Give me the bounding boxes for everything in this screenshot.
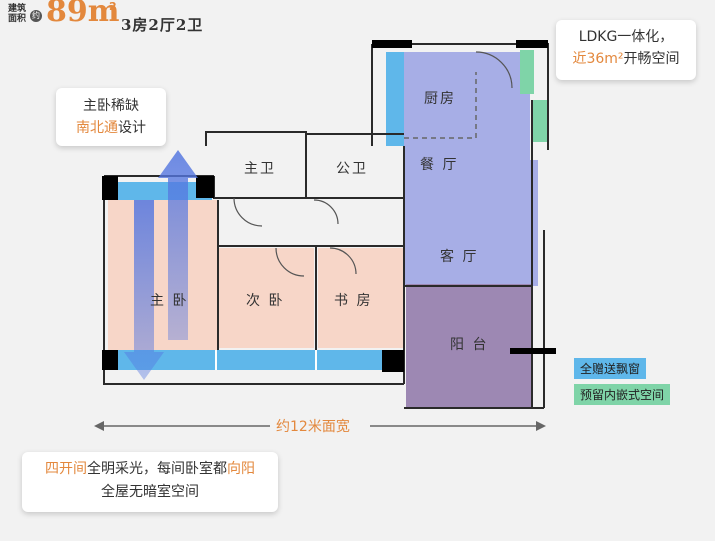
ldkg-zone — [404, 52, 530, 286]
room-living: 客 厅 — [440, 249, 479, 265]
room-kitchen: 厨房 — [424, 91, 456, 107]
callout-ldkg: LDKG一体化， 近36m²开畅空间 — [556, 20, 696, 80]
callout-master-line2: 南北通设计 — [56, 117, 166, 139]
room-second-bed: 次 卧 — [246, 293, 285, 309]
room-dining: 餐 厅 — [420, 157, 459, 173]
area-label-line1: 建筑 — [8, 4, 27, 14]
arrow-down-shape — [124, 200, 164, 380]
callout-master-highlight: 南北通 — [76, 120, 118, 136]
bay-window-north — [118, 182, 212, 200]
callout-ldkg-rest: 开畅空间 — [623, 51, 680, 67]
embedded-space-2 — [532, 100, 548, 142]
callout-ldkg-highlight: 近36m² — [572, 51, 624, 67]
callout-master-line1: 主卧稀缺 — [83, 98, 139, 114]
study-zone — [318, 248, 404, 348]
wall-block-1 — [372, 40, 412, 48]
legend-bay-window: 全赠送飘窗 — [574, 358, 647, 379]
callout-ldkg-line1: LDKG一体化， — [578, 29, 674, 45]
second-bed-zone — [218, 248, 314, 348]
area-unit-superscript: 2 — [109, 0, 117, 13]
area-label: 建筑 面积 — [8, 4, 28, 24]
callout-master: 主卧稀缺 南北通设计 — [56, 88, 166, 146]
wall-block-7 — [510, 348, 556, 354]
room-master-bed: 主 卧 — [150, 293, 189, 309]
callout-lighting-mid: 全明采光，每间卧室都 — [87, 461, 227, 477]
embedded-space-1 — [520, 50, 534, 94]
bay-window-kitchen — [386, 52, 404, 146]
wall-block-3 — [102, 176, 118, 200]
area-number: 89m — [46, 0, 120, 29]
callout-lighting-highlight-a: 四开间 — [45, 461, 87, 477]
room-balcony: 阳 台 — [450, 337, 489, 353]
balcony-zone — [406, 284, 532, 408]
layout-summary: 3房2厅2卫 — [121, 16, 204, 34]
wall-block-2 — [516, 40, 548, 48]
area-label-line2: 面积 — [8, 14, 27, 24]
frontage-width-value: 约12米面宽 — [276, 419, 350, 435]
bay-window-south — [116, 350, 400, 370]
callout-lighting: 四开间全明采光，每间卧室都向阳 全屋无暗室空间 — [22, 452, 278, 512]
room-master-bath: 主卫 — [244, 161, 276, 177]
wall-block-6 — [382, 350, 404, 372]
arrow-up-shape — [158, 150, 198, 340]
room-public-bath: 公卫 — [336, 161, 368, 177]
wall-block-4 — [196, 176, 214, 198]
callout-lighting-line2: 全屋无暗室空间 — [101, 484, 199, 500]
ldkg-zone-edge — [530, 160, 538, 286]
room-study: 书 房 — [334, 293, 373, 309]
frontage-width-label: 约12米面宽 — [276, 416, 350, 436]
master-bed-zone — [108, 200, 218, 350]
wall-block-5 — [102, 350, 118, 370]
legend-embedded-space: 预留内嵌式空间 — [574, 384, 671, 405]
callout-ldkg-line2: 近36m²开畅空间 — [556, 48, 696, 70]
callout-lighting-line1: 四开间全明采光，每间卧室都向阳 — [22, 458, 278, 481]
callout-lighting-highlight-b: 向阳 — [227, 461, 255, 477]
callout-master-rest: 设计 — [118, 120, 146, 136]
approx-badge: 约 — [30, 10, 42, 22]
